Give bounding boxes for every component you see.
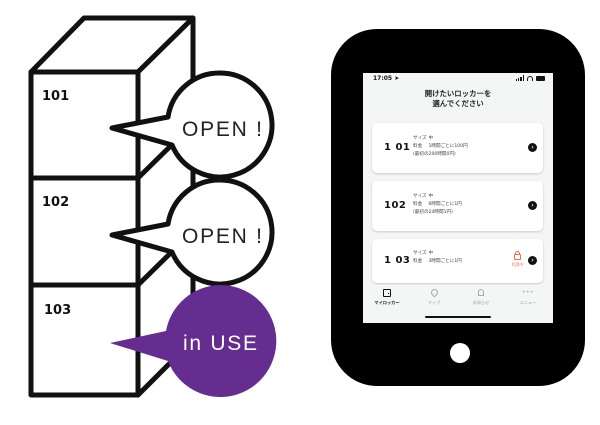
bubble-102 xyxy=(109,177,275,287)
size-value: 中 xyxy=(428,194,434,199)
fee-value: 1時間ごとに100円 xyxy=(428,144,468,149)
fee-label: 料金 xyxy=(413,202,423,207)
size-label: サイズ xyxy=(413,251,427,256)
size-value: 中 xyxy=(428,136,434,141)
bell-icon xyxy=(478,289,484,296)
page-title: 開けたいロッカーを 選んでください xyxy=(363,89,553,109)
in-use-label: 利用中 xyxy=(511,262,523,267)
home-button[interactable] xyxy=(450,343,470,363)
lock-icon xyxy=(513,250,521,260)
tab-label: マップ xyxy=(427,300,441,305)
locker-illustration: 101 102 103 OPEN ! OPEN ! in USE xyxy=(28,15,277,398)
bubble-101 xyxy=(109,70,275,180)
size-label: サイズ xyxy=(413,194,427,199)
bubble-text-102: OPEN ! xyxy=(182,225,262,248)
location-arrow-icon: ➤ xyxy=(394,75,400,82)
locker-card-103[interactable]: 1 03 サイズ 中 料金 3時間ごとに1円 利用中 › xyxy=(372,239,543,283)
in-use-badge: 利用中 xyxy=(511,250,523,268)
fee-label: 料金 xyxy=(413,259,423,264)
fee-value: 6時間ごとに1円 xyxy=(428,202,462,207)
locker-card-101[interactable]: 1 01 サイズ 中 料金 1時間ごとに100円 (最初の200時間0円) › xyxy=(372,123,543,173)
chevron-right-icon[interactable]: › xyxy=(528,256,537,265)
fee-value: 3時間ごとに1円 xyxy=(428,259,462,264)
status-bar: 17:05 ➤ xyxy=(373,75,545,85)
locker-number-102: 102 xyxy=(42,195,69,210)
map-pin-icon xyxy=(429,287,439,298)
tab-map[interactable]: マップ xyxy=(414,287,454,306)
locker-number-101: 101 xyxy=(42,89,69,104)
tab-label: メニュー xyxy=(519,300,537,305)
tab-my-locker[interactable]: マイロッカー xyxy=(367,287,407,306)
signal-icon xyxy=(515,75,524,81)
locker-card-102[interactable]: 102 サイズ 中 料金 6時間ごとに1円 (最初の24時間1円) › xyxy=(372,181,543,231)
tab-notifications[interactable]: お知らせ xyxy=(461,287,501,306)
fee-note: (最初の200時間0円) xyxy=(413,152,456,157)
chevron-right-icon[interactable]: › xyxy=(528,201,537,210)
locker-number: 1 03 xyxy=(384,255,411,266)
home-indicator xyxy=(425,316,491,318)
locker-number: 102 xyxy=(384,200,407,211)
locker-number-103: 103 xyxy=(44,303,71,318)
more-icon: ••• xyxy=(521,289,535,296)
bubble-text-101: OPEN ! xyxy=(182,118,262,141)
battery-icon xyxy=(536,75,545,81)
tab-label: マイロッカー xyxy=(374,300,400,305)
app-screen: 17:05 ➤ 開けたいロッカーを 選んでください 1 01 サイズ 中 料金 … xyxy=(363,73,553,323)
wifi-icon xyxy=(527,75,533,81)
tab-label: お知らせ xyxy=(472,300,490,305)
fee-label: 料金 xyxy=(413,144,423,149)
locker-icon xyxy=(383,288,391,297)
chevron-right-icon[interactable]: › xyxy=(528,143,537,152)
tab-bar: マイロッカー マップ お知らせ ••• メニュー xyxy=(363,285,553,323)
title-line-1: 開けたいロッカーを xyxy=(424,89,492,98)
locker-number: 1 01 xyxy=(384,142,411,153)
title-line-2: 選んでください xyxy=(432,99,484,108)
size-value: 中 xyxy=(428,251,434,256)
tablet-device: 17:05 ➤ 開けたいロッカーを 選んでください 1 01 サイズ 中 料金 … xyxy=(331,29,585,386)
status-time: 17:05 ➤ xyxy=(373,75,400,82)
fee-note: (最初の24時間1円) xyxy=(413,210,453,215)
bubble-103 xyxy=(110,284,277,397)
bubble-text-103: in USE xyxy=(183,332,257,355)
tab-menu[interactable]: ••• メニュー xyxy=(508,287,548,306)
size-label: サイズ xyxy=(413,136,427,141)
